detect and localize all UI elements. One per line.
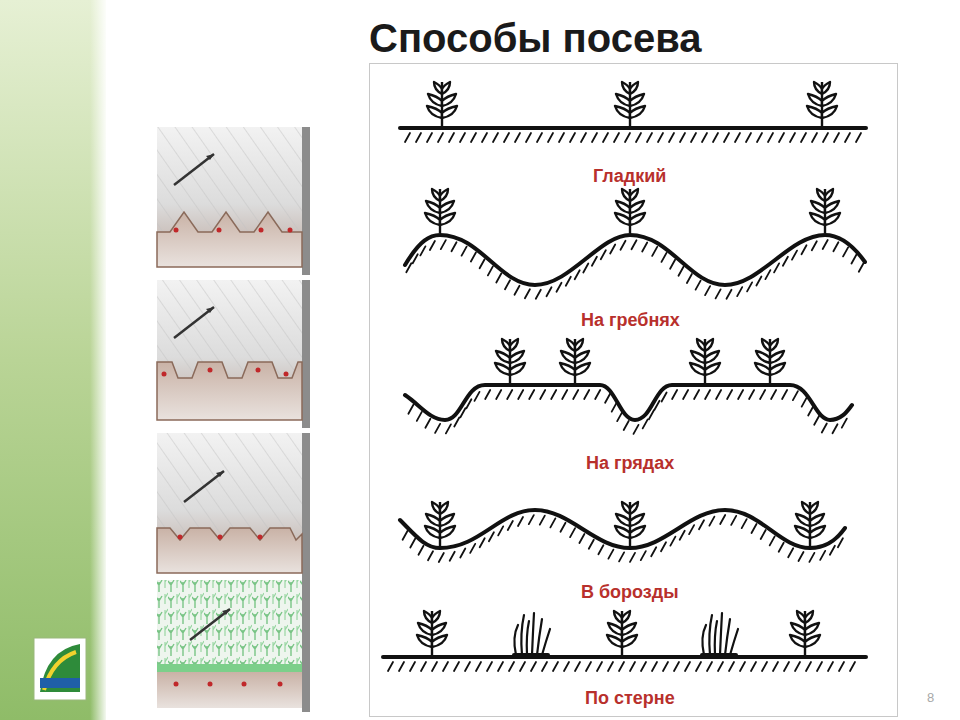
side-band — [0, 0, 106, 720]
method-label: В борозды — [581, 582, 679, 603]
ground-smooth — [400, 126, 866, 130]
thumbnail-furrows — [157, 433, 310, 581]
page-number: 8 — [927, 690, 934, 705]
thumbnail-ridges — [157, 127, 310, 275]
plants — [417, 82, 840, 655]
drawing-panel — [370, 64, 898, 717]
logo — [34, 638, 86, 700]
method-label: По стерне — [585, 688, 675, 709]
thumbnail-stubble — [157, 580, 310, 712]
ground-beds — [405, 385, 852, 420]
ground-ridges — [405, 235, 865, 285]
method-label: На грядах — [586, 453, 674, 474]
side-band-edge — [90, 0, 106, 720]
method-label: Гладкий — [593, 166, 666, 187]
method-label: На гребнях — [581, 310, 680, 331]
ground-stubble — [383, 655, 866, 659]
slide-title: Способы посева — [369, 16, 701, 61]
soil-hatching — [388, 133, 864, 671]
thumbnail-beds — [157, 280, 310, 428]
